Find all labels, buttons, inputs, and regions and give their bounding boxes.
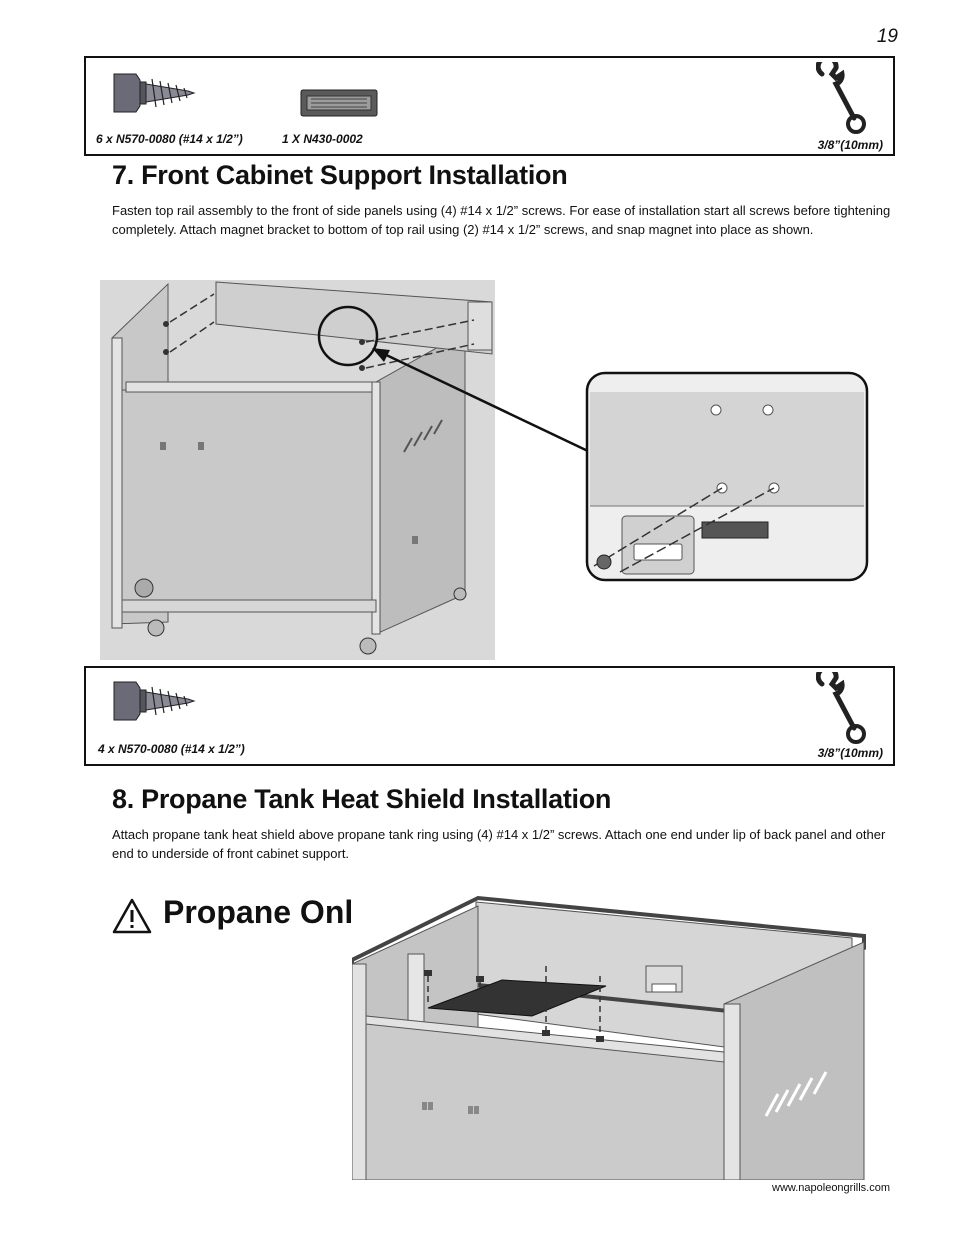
hardware-box-1: 6 x N570-0080 (#14 x 1/2”) 1 X N430-0002… [84, 56, 895, 156]
wrench-icon [816, 672, 866, 744]
section-7-instructions: Fasten top rail assembly to the front of… [112, 203, 891, 237]
hardware-item-label: 4 x N570-0080 (#14 x 1/2”) [98, 742, 245, 756]
hardware-item-label: 1 X N430-0002 [282, 132, 363, 146]
heat-shield-illustration [352, 894, 866, 1180]
propane-only-warning: Propane Only [163, 894, 372, 930]
wrench-icon [816, 62, 866, 134]
magnet-icon [300, 89, 378, 117]
tool-size-label: 3/8”(10mm) [817, 746, 883, 760]
tool-size-label: 3/8”(10mm) [817, 138, 883, 152]
footer-website: www.napoleongrills.com [772, 1182, 890, 1194]
page-number: 19 [876, 26, 898, 47]
screw-icon [113, 681, 196, 721]
cabinet-support-illustration [100, 280, 869, 660]
section-8-instructions: Attach propane tank heat shield above pr… [112, 827, 886, 861]
section-8-title: 8. Propane Tank Heat Shield Installation [112, 784, 612, 814]
hardware-item-label: 6 x N570-0080 (#14 x 1/2”) [96, 132, 243, 146]
hardware-box-2: 4 x N570-0080 (#14 x 1/2”) 3/8”(10mm) [84, 666, 895, 766]
section-7-title: 7. Front Cabinet Support Installation [112, 160, 568, 190]
warning-triangle-icon [112, 898, 152, 934]
screw-icon [113, 73, 196, 113]
